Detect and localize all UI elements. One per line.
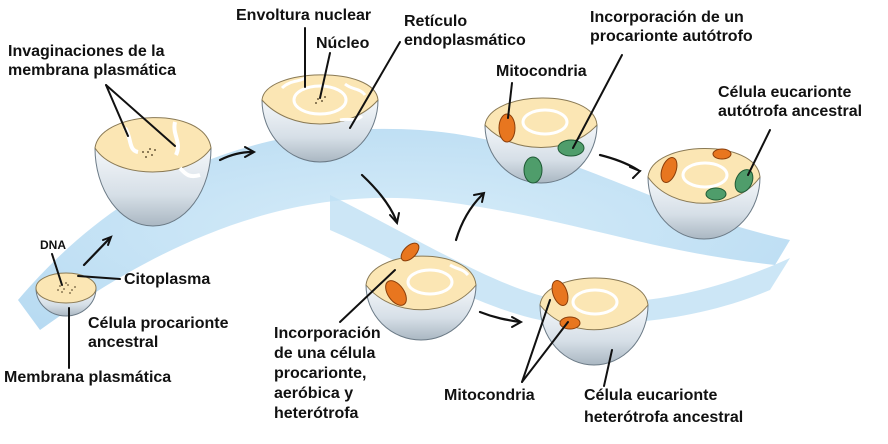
invagination-cell	[94, 117, 212, 227]
label-citoplasma: Citoplasma	[124, 271, 211, 288]
label-eucarionte-autotrofa-line1: Célula eucarionte	[718, 84, 852, 101]
process-arrows	[82, 146, 642, 328]
label-incorporacion-aerobica-line4: aeróbica y	[274, 385, 354, 402]
mitochondrion-c	[551, 280, 569, 306]
chloroplast-outside	[523, 156, 543, 184]
prokaryote-cell	[35, 272, 97, 317]
aerobic-incorporation-cell	[365, 242, 477, 341]
label-mitocondria-bottom: Mitocondria	[444, 387, 535, 404]
mitochondrion-b	[712, 148, 732, 160]
label-mitocondria-top: Mitocondria	[496, 63, 587, 80]
label-incorporacion-aerobica-line5: heterótrofa	[274, 405, 359, 422]
label-eucarionte-autotrofa-line2: autótrofa ancestral	[718, 103, 863, 120]
label-invaginaciones-line1: Invaginaciones de la	[8, 43, 165, 60]
label-procarionte-line1: Célula procarionte	[88, 315, 229, 332]
label-invaginaciones-line2: membrana plasmática	[8, 62, 177, 79]
label-envoltura-nuclear: Envoltura nuclear	[236, 7, 372, 24]
label-incorporacion-autotrofo-line1: Incorporación de un	[590, 9, 744, 26]
evolution-band	[18, 128, 790, 330]
nucleus-cell	[261, 74, 379, 163]
label-reticulo-line2: endoplasmático	[404, 32, 526, 49]
label-reticulo-line1: Retículo	[404, 13, 468, 30]
label-dna: DNA	[40, 238, 66, 252]
mitochondrion-a	[660, 157, 678, 183]
label-procarionte-line2: ancestral	[88, 334, 159, 351]
label-incorporacion-autotrofo-line2: procarionte autótrofo	[590, 28, 753, 45]
heterotrophic-eukaryote-cell	[539, 277, 649, 366]
label-membrana-plasmatica: Membrana plasmática	[4, 369, 172, 386]
mitochondrion-inside	[498, 113, 516, 143]
label-incorporacion-aerobica-line2: de una célula	[274, 345, 376, 362]
label-eucarionte-heterotrofa-line2: heterótrofa ancestral	[584, 409, 744, 426]
chloroplast-entering	[557, 139, 585, 157]
autotrophic-eukaryote-cell	[647, 148, 761, 240]
autotroph-incorporation-cell	[484, 97, 598, 184]
label-eucarionte-heterotrofa-line1: Célula eucarionte	[584, 387, 718, 404]
label-incorporacion-aerobica-line3: procarionte,	[274, 365, 367, 382]
label-incorporacion-aerobica-line1: Incorporación	[274, 325, 381, 342]
label-nucleo: Núcleo	[316, 35, 370, 52]
leader-lines	[51, 27, 771, 387]
mitochondrion-engulfed	[385, 280, 407, 306]
dna-dots	[57, 282, 76, 294]
mitochondrion-free	[400, 242, 420, 262]
chloroplast-b	[705, 187, 727, 201]
